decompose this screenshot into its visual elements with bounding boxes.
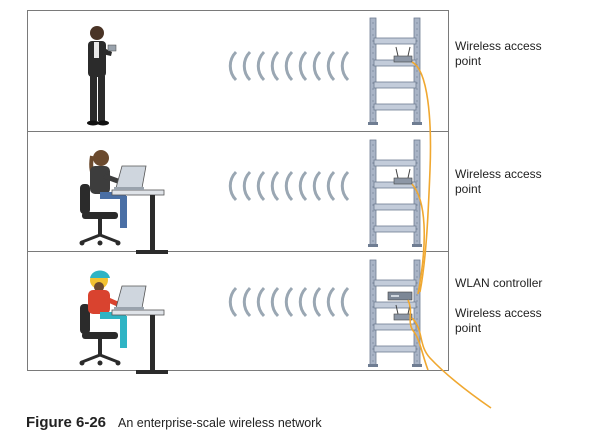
label-row3-access-point: Wireless access point <box>455 306 542 335</box>
figure-caption: Figure 6-26 An enterprise-scale wireless … <box>26 414 322 432</box>
label-row1-access-point: Wireless access point <box>455 39 542 68</box>
server-rack-icon <box>367 17 423 126</box>
standing-person <box>87 26 117 126</box>
figure-caption-text: An enterprise-scale wireless network <box>118 416 322 430</box>
access-point-icon <box>393 46 413 63</box>
label-row2-access-point: Wireless access point <box>455 167 542 196</box>
seated-person-with-laptop <box>78 150 169 255</box>
wireless-signal-icon <box>228 50 350 82</box>
seated-person-with-laptop <box>78 270 169 375</box>
server-rack-icon <box>367 259 423 368</box>
server-rack-icon <box>367 139 423 248</box>
wlan-controller-icon <box>387 291 413 301</box>
wireless-signal-icon <box>228 170 350 202</box>
access-point-icon <box>393 168 413 185</box>
label-wlan-controller: WLAN controller <box>455 276 543 290</box>
wireless-signal-icon <box>228 286 350 318</box>
network-cable <box>407 61 492 409</box>
figure-number: Figure 6-26 <box>26 414 107 431</box>
diagram-frame <box>27 10 449 371</box>
